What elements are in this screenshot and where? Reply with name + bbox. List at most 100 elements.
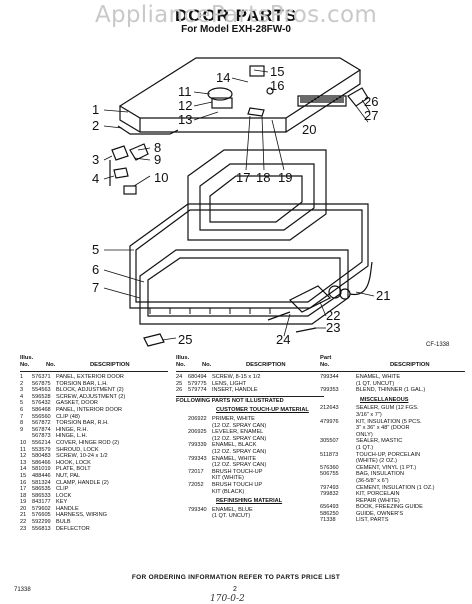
parts-row: (1 QT.)	[320, 445, 465, 452]
callout-25: 25	[178, 332, 192, 347]
part-description: ENAMEL, BLUE	[212, 506, 253, 513]
part-description: TORSION BAR, R.H.	[56, 420, 109, 427]
part-description: CLIP (48)	[56, 413, 80, 420]
illus-number: 24	[176, 374, 183, 380]
part-description: ENAMEL, BLACK	[212, 442, 257, 449]
illus-number: 15	[20, 472, 27, 479]
part-number: 576605	[32, 512, 51, 519]
illus-number: 25	[176, 380, 183, 387]
parts-row: KIT (WHITE)	[176, 475, 324, 482]
part-number: 479976	[320, 418, 339, 425]
part-number: 656493	[320, 504, 339, 511]
parts-row: 3/16" x 7")	[320, 412, 465, 419]
part-description: LEVELER, ENAMEL	[212, 429, 264, 436]
part-number: 581324	[32, 479, 51, 486]
part-description: (1 QT. UNCUT)	[356, 380, 395, 387]
part-description: KIT, INSULATION (5 PCS.	[356, 418, 422, 425]
part-description: SEALER, GUM (12 FGS.	[356, 405, 419, 412]
illus-number: 7	[20, 413, 24, 420]
part-description: (12 OZ. SPRAY CAN)	[212, 462, 267, 469]
part-number: 799339	[188, 442, 207, 449]
part-description: LOCK	[56, 492, 72, 499]
part-number: 586466	[32, 459, 51, 466]
part-description: BRUSH TOUCH UP	[212, 481, 263, 488]
part-number: 567873	[32, 433, 51, 440]
part-description: LIST, PARTS	[356, 517, 389, 524]
part-number: 511873	[320, 451, 339, 458]
parts-row: (12 OZ. SPRAY CAN)	[176, 449, 324, 456]
part-description: LENS, LIGHT	[212, 380, 247, 387]
part-number: 576432	[32, 400, 51, 407]
callout-12: 12	[178, 98, 192, 113]
part-description: CEMENT, VINYL (1 PT.)	[356, 464, 417, 471]
part-number: 579602	[32, 505, 51, 512]
column-header: Illus. No. No. DESCRIPTION	[176, 355, 324, 372]
callout-18: 18	[256, 170, 270, 185]
callout-10: 10	[154, 170, 168, 185]
part-number: 799340	[188, 506, 207, 513]
callout-24: 24	[276, 332, 290, 347]
part-description: KEY	[56, 499, 68, 506]
section-misc: MISCELLANEOUS	[360, 396, 409, 403]
part-description: (1 QT.)	[356, 444, 374, 451]
parts-row: (1 QT. UNCUT)	[320, 381, 465, 388]
part-number: 586535	[32, 486, 51, 493]
part-description: BAG, INSULATION	[356, 471, 405, 478]
part-description: HANDLE	[56, 505, 79, 512]
illus-number: 22	[20, 519, 27, 526]
part-number: 71338	[320, 517, 336, 524]
column-header: Illus. No. No. DESCRIPTION	[20, 355, 168, 372]
illus-number: 16	[20, 479, 27, 486]
part-description: PANEL, EXTERIOR DOOR	[56, 374, 124, 380]
part-description: ONLY)	[356, 431, 373, 438]
parts-row: 799340 ENAMEL, BLUE	[176, 507, 324, 514]
parts-row: (12 OZ. SPRAY CAN)	[176, 423, 324, 430]
part-number: 556813	[32, 525, 51, 532]
parts-row: 799339 ENAMEL, BLACK	[176, 442, 324, 449]
part-description: REPAIR (WHITE)	[356, 497, 400, 504]
callout-4: 4	[92, 171, 99, 186]
illus-number: 8	[20, 420, 24, 427]
part-description: KIT (WHITE)	[212, 475, 244, 482]
part-description: HOOK, LOCK	[56, 459, 91, 466]
section-refinishing: REFINISHING MATERIAL	[216, 498, 283, 505]
part-number: 580483	[32, 453, 51, 460]
part-number: 579774	[188, 387, 207, 394]
figure-code: CF-1338	[426, 342, 450, 348]
part-description: CEMENT, INSULATION (1 OZ.)	[356, 484, 435, 491]
part-number: 553579	[32, 446, 51, 453]
part-description: CLAMP, HANDLE (2)	[56, 479, 109, 486]
illus-number: 10	[20, 439, 27, 446]
part-number: 799343	[188, 455, 207, 462]
callout-22: 22	[326, 308, 340, 323]
illus-number: 4	[20, 393, 24, 400]
callout-2: 2	[92, 118, 99, 133]
part-number: 579775	[188, 380, 207, 387]
part-description: KIT, PORCELAIN	[356, 491, 400, 498]
callout-19: 19	[278, 170, 292, 185]
part-number: 554563	[32, 387, 51, 394]
part-description: GUIDE, OWNER'S	[356, 510, 404, 517]
callout-8: 8	[154, 140, 161, 155]
part-description: BULB	[56, 519, 71, 526]
